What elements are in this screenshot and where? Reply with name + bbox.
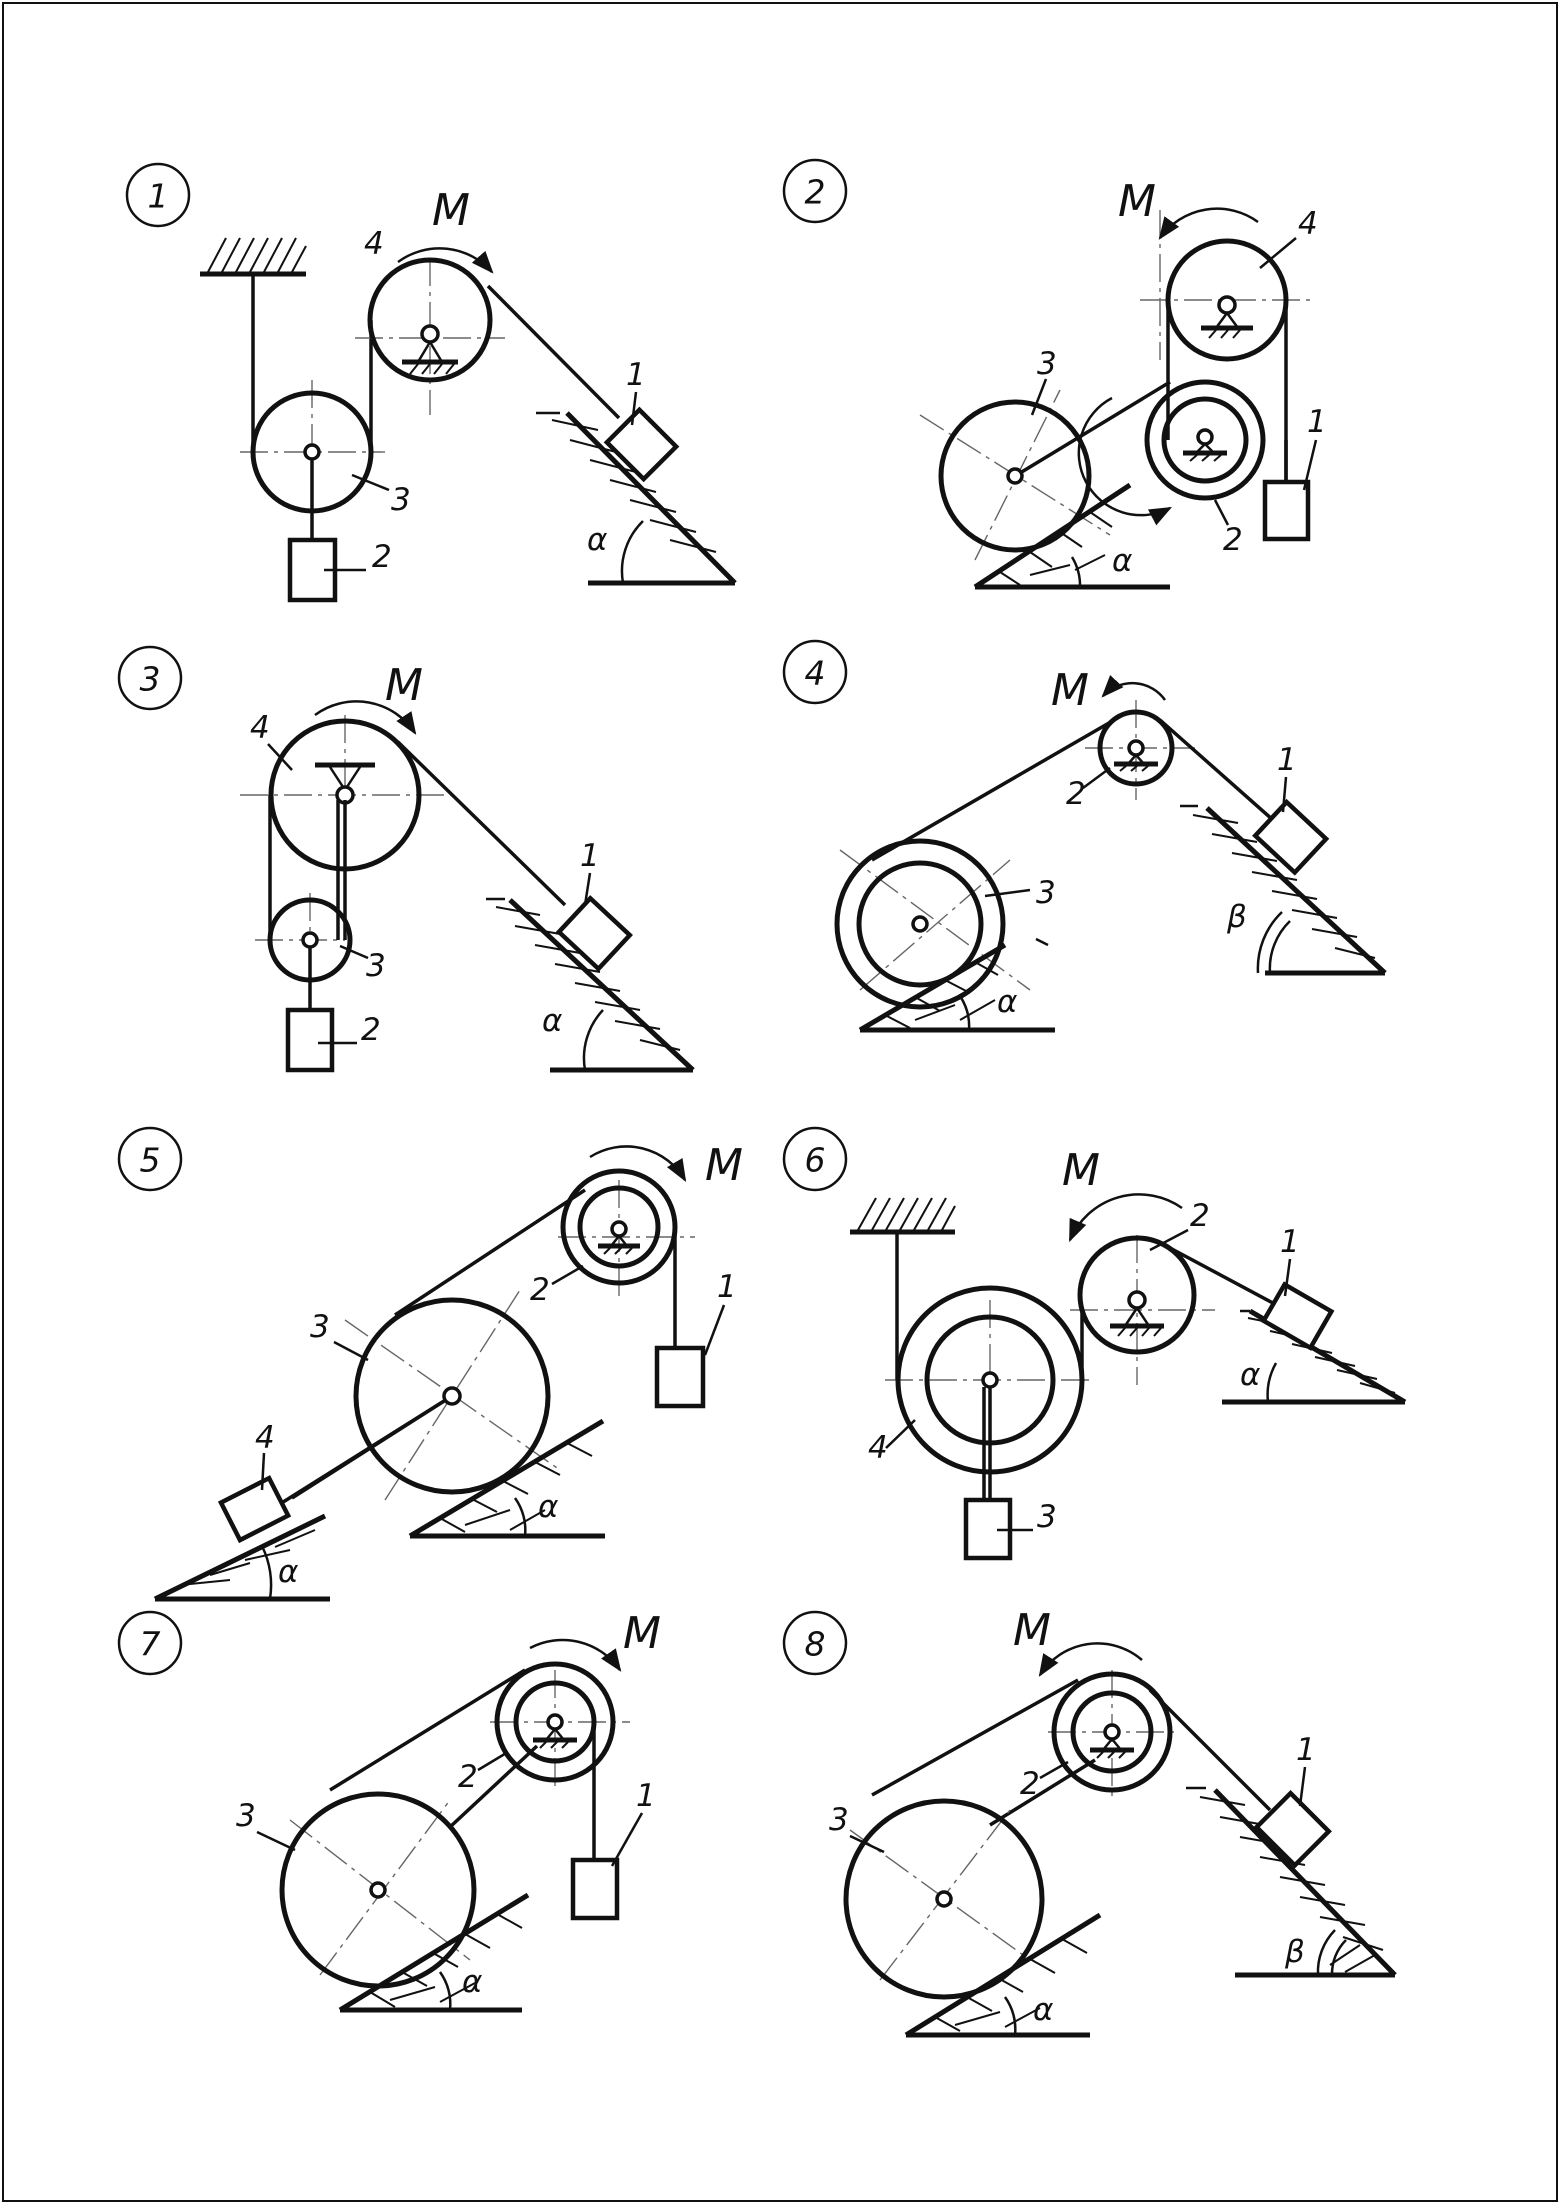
body-1 [603,406,680,483]
wheel-2-inner [1161,396,1249,484]
alpha-label: α [538,1489,558,1525]
label-2: 2 [1020,1766,1040,1802]
moment-label: M [1051,665,1089,716]
label-1: 1 [1277,742,1297,778]
wheel-3-hub [303,443,321,461]
wheel-3-outer [834,838,1006,1010]
scheme-number: 8 [805,1625,826,1664]
scheme-number: 2 [805,173,826,212]
scheme-8: 8 α [782,1605,1397,2038]
wheel-3-inner [856,860,984,988]
wheel-2-outer [1051,1671,1173,1793]
wheel-2-outer [494,1661,616,1783]
label-1: 1 [636,1778,656,1814]
scheme-number: 5 [140,1141,161,1180]
scheme-number: 4 [805,654,826,693]
alpha-label: α [462,1964,482,2000]
body-1 [555,895,633,972]
label-4: 4 [364,226,384,262]
label-4: 4 [1298,206,1318,242]
label-1: 1 [1307,404,1327,440]
wheel-2-outer [1144,379,1266,501]
wheel-2-inner [1070,1690,1154,1774]
wheel-2 [1077,1235,1197,1355]
moment-label: M [1013,1605,1051,1656]
scheme-3: 3 M [117,645,695,1073]
label-3: 3 [366,948,386,984]
alpha-label: α [278,1554,298,1590]
scheme-6: 6 [782,1126,1407,1561]
label-2: 2 [372,539,392,575]
alpha-label: α [997,984,1017,1020]
body-2 [285,1007,335,1073]
moment-label: M [1118,176,1156,227]
label-2: 2 [1066,776,1086,812]
scheme-1: 1 [125,162,737,603]
label-1: 1 [580,838,600,874]
label-3: 3 [1037,346,1057,382]
alpha-label: α [1112,543,1132,579]
label-2: 2 [1190,1198,1210,1234]
label-2: 2 [1223,522,1243,558]
label-1: 1 [626,357,646,393]
body-1 [570,1857,620,1921]
wheel-3 [843,1798,1045,2000]
scheme-number: 6 [805,1141,826,1180]
body-1 [654,1345,706,1409]
label-3: 3 [310,1309,330,1345]
wheel-3 [353,1297,551,1495]
body-1 [1262,479,1311,542]
moment-label: M [705,1140,743,1191]
label-3: 3 [1037,1499,1057,1535]
wheel-2-inner [577,1185,661,1269]
beta-label: β [1284,1934,1305,1970]
moment-label: M [432,185,470,236]
label-1: 1 [1280,1224,1300,1260]
scheme-number: 1 [148,177,169,216]
alpha-label: α [542,1003,562,1039]
alpha-label: α [1240,1357,1260,1393]
label-3: 3 [829,1802,849,1838]
alpha-label: α [1033,1992,1053,2028]
label-3: 3 [236,1798,256,1834]
body-1 [1252,798,1330,876]
scheme-number: 7 [140,1625,161,1664]
scheme-5: 5 α [117,1126,743,1602]
scheme-7: 7 α M 2 [117,1608,661,2013]
label-1: 1 [717,1269,737,1305]
wheel-3 [938,399,1092,553]
label-4: 4 [868,1430,888,1466]
label-3: 3 [391,482,411,518]
moment-label: M [385,660,423,711]
label-1: 1 [1296,1732,1316,1768]
scheme-number: 3 [140,660,161,699]
body-1 [1260,1281,1335,1351]
beta-label: β [1226,899,1247,935]
label-4: 4 [255,1420,275,1456]
scheme-4: 4 α [782,639,1387,1033]
wheel-2 [1097,709,1175,787]
label-3: 3 [1036,875,1056,911]
wheel-4 [367,257,493,383]
label-4: 4 [250,710,270,746]
alpha-label: α [587,522,607,558]
label-2: 2 [530,1272,550,1308]
moment-label: M [1062,1145,1100,1196]
scheme-2: 2 α [782,158,1327,590]
body-1 [1253,1790,1332,1869]
label-2: 2 [458,1759,478,1795]
moment-label: M [623,1608,661,1659]
body-4 [217,1475,292,1544]
label-2: 2 [361,1012,381,1048]
